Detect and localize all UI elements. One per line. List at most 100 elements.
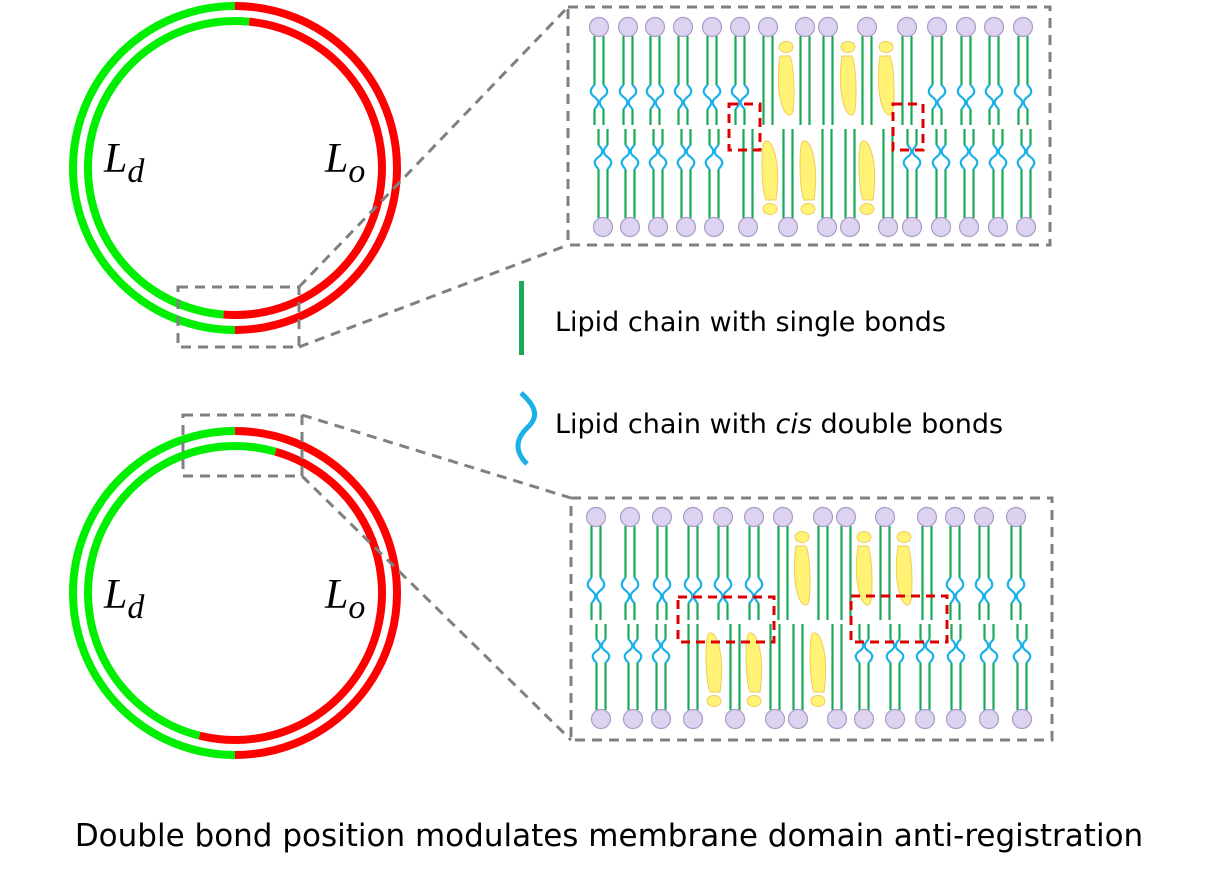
vesicle-top <box>69 2 401 334</box>
lipid-head-group <box>757 16 779 38</box>
cis-kink <box>974 576 985 604</box>
cis-kink <box>704 144 715 170</box>
cholesterol-body <box>895 545 913 606</box>
cholesterol-body <box>855 545 873 606</box>
lipid-head-group <box>1015 216 1037 238</box>
unsaturated-lipid <box>1015 129 1037 238</box>
legend-cis-label: Lipid chain with cis double bonds <box>555 409 1003 440</box>
cholesterol-head <box>794 531 810 543</box>
cis-kink <box>936 84 947 110</box>
lipid-head-group <box>914 708 936 730</box>
cis-kink <box>627 84 638 110</box>
cis-kink <box>589 84 600 110</box>
cholesterol-head <box>840 41 856 53</box>
saturated-lipid <box>682 624 704 730</box>
lipid-head-group <box>958 216 980 238</box>
lipid-head-group <box>978 708 1000 730</box>
cholesterol-head <box>706 695 722 707</box>
cholesterol <box>793 531 811 606</box>
unsaturated-lipid <box>853 624 875 730</box>
cis-kink <box>657 144 668 170</box>
unsaturated-lipid <box>914 624 936 730</box>
lipid-head-group <box>839 216 861 238</box>
lipid-head-group <box>944 506 966 528</box>
cis-kink <box>940 144 951 170</box>
unsaturated-lipid <box>619 129 641 238</box>
unsaturated-lipid <box>712 506 734 620</box>
lipid-head-group <box>812 506 834 528</box>
cis-kink <box>651 638 662 664</box>
cis-kink <box>645 84 656 110</box>
cholesterol-head <box>859 203 875 215</box>
cis-kink <box>593 144 604 170</box>
cholesterol-body <box>793 545 811 606</box>
figure-caption: Double bond position modulates membrane … <box>75 818 1143 854</box>
outer-leaflet-lo-arc <box>234 2 401 334</box>
cis-kink <box>685 144 696 170</box>
cis-kink <box>702 84 713 110</box>
cholesterol <box>855 531 873 606</box>
cis-kink <box>956 84 967 110</box>
lipid-head-group <box>787 708 809 730</box>
cis-kink <box>924 638 935 664</box>
single-bond-chain-icon <box>519 281 524 355</box>
lipid-head-group <box>901 216 923 238</box>
lipid-head-group <box>955 16 977 38</box>
cis-kink <box>1013 84 1024 110</box>
lipid-head-group <box>588 16 610 38</box>
zoom-connector-line <box>300 474 573 742</box>
lipid-head-group <box>644 16 666 38</box>
saturated-lipid <box>777 129 799 238</box>
lipid-head-group <box>619 216 641 238</box>
cis-kink <box>1022 84 1033 110</box>
cis-kink <box>983 576 994 604</box>
lipid-head-group <box>672 16 694 38</box>
membrane-top <box>588 16 1037 238</box>
lipid-head-group <box>617 16 639 38</box>
cis-kink <box>711 84 722 110</box>
saturated-lipid <box>826 624 848 730</box>
cis-kink <box>632 638 643 664</box>
cis-kink <box>984 84 995 110</box>
unsaturated-lipid <box>944 506 966 620</box>
cis-kink <box>1021 638 1032 664</box>
unsaturated-lipid <box>1012 16 1034 125</box>
outer-leaflet-ld-arc <box>69 427 236 759</box>
saturated-lipid <box>794 16 816 125</box>
cholesterol-head <box>762 203 778 215</box>
cis-kink <box>654 84 665 110</box>
cholesterol-head <box>856 531 872 543</box>
cis-kink <box>993 84 1004 110</box>
cis-kink <box>586 576 597 604</box>
legend-single-bond-label: Lipid chain with single bonds <box>555 307 946 338</box>
vesicle-bottom <box>69 427 401 759</box>
lo-label-top: Lo <box>324 136 365 190</box>
cis-kink <box>602 144 613 170</box>
cis-kink <box>618 84 629 110</box>
saturated-lipid <box>839 129 861 238</box>
lipid-head-group <box>682 708 704 730</box>
anti-registration-highlight-box <box>727 102 762 152</box>
cholesterol <box>858 140 876 215</box>
lipid-head-group <box>651 506 673 528</box>
cholesterol <box>839 41 857 116</box>
lipid-head-group <box>619 506 641 528</box>
zoom-connector-line <box>298 243 569 349</box>
membrane-frame-top <box>566 5 1052 247</box>
unsaturated-lipid <box>650 624 672 730</box>
cholesterol-body <box>777 55 795 116</box>
anti-registration-highlight-box <box>891 102 925 152</box>
cis-kink <box>959 144 970 170</box>
cholesterol-head <box>878 41 894 53</box>
saturated-lipid <box>724 624 746 730</box>
unsaturated-lipid <box>588 16 610 125</box>
lipid-head-group <box>590 708 612 730</box>
cis-kink <box>739 84 750 110</box>
lipid-head-group <box>777 216 799 238</box>
ld-label-top: Ld <box>103 136 145 190</box>
lipid-head-group <box>1005 506 1027 528</box>
cholesterol-head <box>778 41 794 53</box>
zoom-guides <box>176 5 1054 742</box>
lipid-head-group <box>983 16 1005 38</box>
